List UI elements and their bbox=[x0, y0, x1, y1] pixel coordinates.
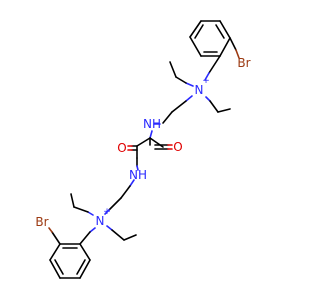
bottom-bromine-bond bbox=[48, 227, 61, 245]
molecule-structure: Br N + NH O O NH N + Br bbox=[35, 20, 251, 279]
oxalamide-core bbox=[127, 137, 173, 171]
carbonyl-oxygen-right: O bbox=[173, 140, 182, 154]
bromine-label-bottom: Br bbox=[35, 215, 48, 229]
positive-charge-bottom: + bbox=[103, 207, 111, 217]
ammonium-nitrogen-top: N bbox=[195, 83, 204, 97]
amide-nh-top: NH bbox=[143, 117, 161, 131]
carbonyl-oxygen-left: O bbox=[117, 141, 126, 155]
top-benzyl-ch2 bbox=[204, 55, 221, 81]
bottom-ethylene-chain bbox=[104, 179, 135, 215]
top-benzene-ring bbox=[189, 20, 231, 57]
ammonium-nitrogen-bottom: N bbox=[96, 214, 105, 228]
positive-charge-top: + bbox=[202, 76, 210, 86]
bottom-benzene-ring bbox=[49, 243, 91, 279]
bromine-label-top: Br bbox=[237, 56, 250, 70]
bottom-ammonium-bonds bbox=[70, 193, 137, 245]
top-ammonium-bonds bbox=[162, 61, 231, 124]
amide-nh-bottom: NH bbox=[129, 168, 147, 182]
top-bromine-bond bbox=[229, 37, 240, 59]
